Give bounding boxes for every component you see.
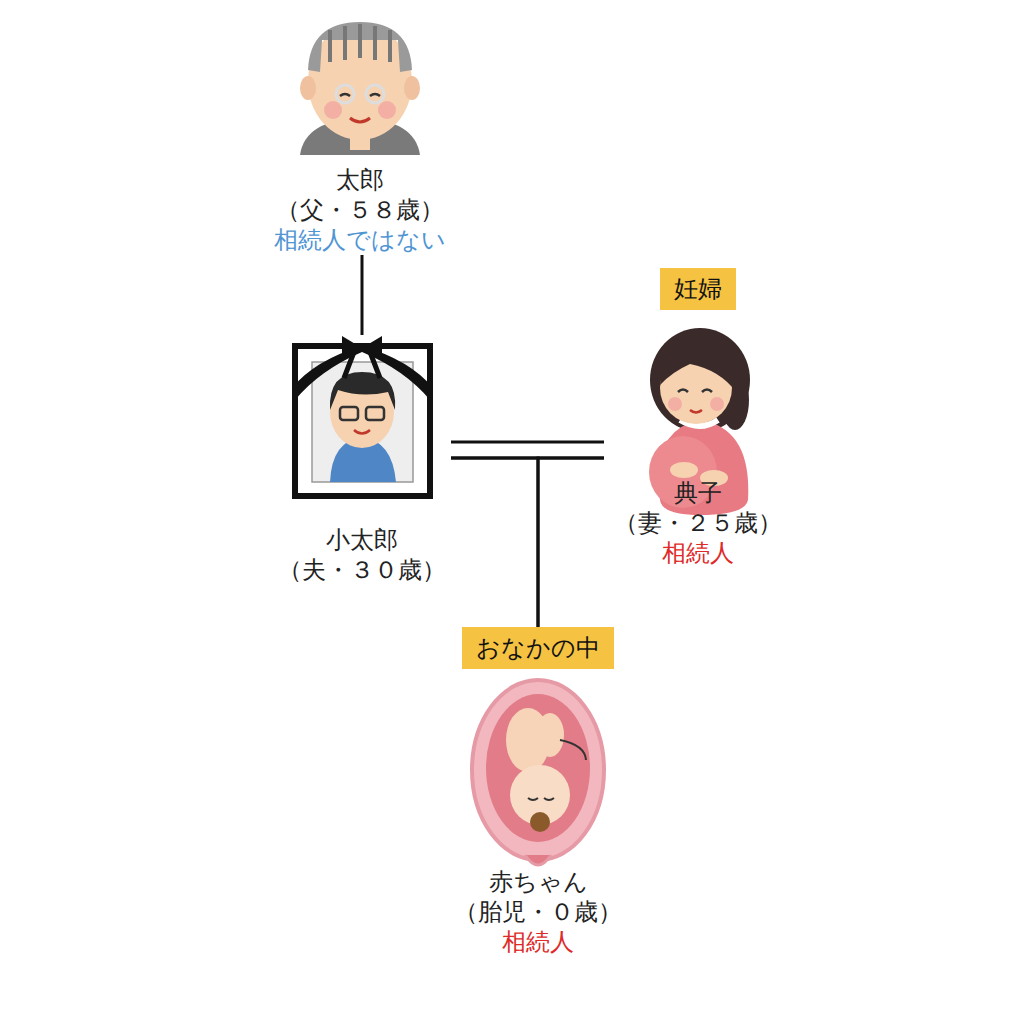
person-label: （父・５８歳） <box>236 195 484 225</box>
husband-node: 小太郎（夫・３０歳） <box>273 335 451 585</box>
tag-badge: 妊婦 <box>660 268 736 310</box>
status-label: 相続人ではない <box>236 225 484 255</box>
person-label: 小太郎 <box>273 525 451 555</box>
person-label: 赤ちゃん <box>414 867 662 897</box>
family-line <box>451 458 538 627</box>
wife-node: 妊婦典子（妻・２５歳）相続人 <box>604 268 792 568</box>
family-line <box>538 458 604 627</box>
family-line <box>361 255 364 335</box>
fetus-in-womb <box>472 680 604 865</box>
grandfather-figure <box>300 22 420 155</box>
tag-badge: おなかの中 <box>462 627 614 669</box>
fetus-node: おなかの中赤ちゃん（胎児・０歳）相続人 <box>414 627 662 957</box>
person-label: 典子 <box>604 478 792 508</box>
memorial-portrait <box>292 336 433 496</box>
person-label: （夫・３０歳） <box>273 555 451 585</box>
person-label: （胎児・０歳） <box>414 897 662 927</box>
family-line <box>451 441 604 444</box>
person-label: （妻・２５歳） <box>604 508 792 538</box>
status-label: 相続人 <box>414 927 662 957</box>
person-label: 太郎 <box>236 165 484 195</box>
status-label: 相続人 <box>604 538 792 568</box>
grandfather-node: 太郎（父・５８歳）相続人ではない <box>236 20 484 255</box>
